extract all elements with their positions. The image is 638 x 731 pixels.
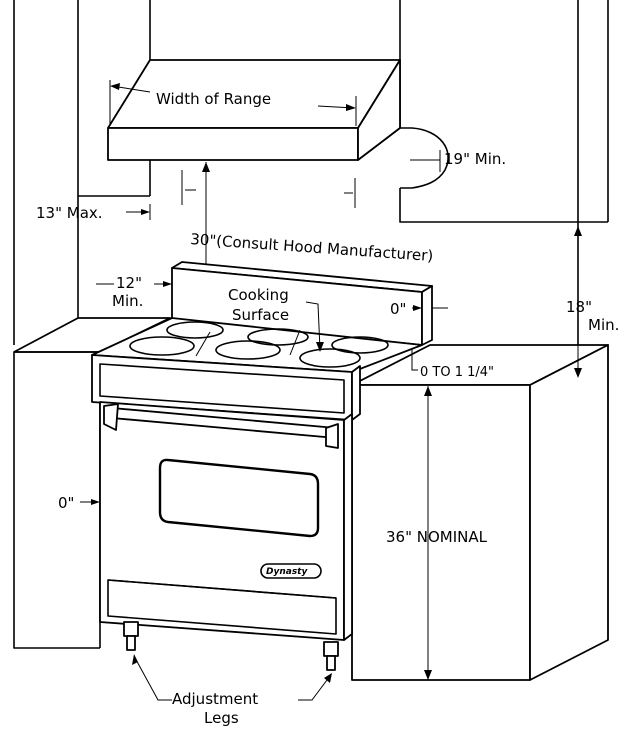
thirty-six-nominal-dimension (424, 386, 432, 680)
cooking-label: Cooking (228, 286, 289, 304)
twelve-min-dimension (96, 281, 172, 287)
burner-back-center (247, 328, 309, 346)
legs-label: Legs (204, 709, 239, 727)
handle-bracket-right (325, 423, 339, 449)
range-unit (91, 261, 433, 641)
thirteen-max-label: 13" Max. (36, 204, 103, 222)
right-counter (351, 344, 609, 681)
min-right-label: Min. (588, 316, 619, 334)
eighteen-min-dimension (574, 226, 582, 378)
burner-back-left (166, 321, 224, 339)
burner-back-right (331, 336, 389, 354)
surface-label: Surface (232, 306, 289, 324)
thirty-consult-label: 30"(Consult Hood Manufacturer) (190, 230, 434, 265)
zero-top-dimension (412, 305, 448, 311)
handle-bracket-left (103, 403, 119, 431)
oven-window (158, 458, 320, 538)
range-hood (107, 59, 401, 161)
zero-left-label: 0" (58, 494, 74, 512)
min-left-label: Min. (112, 292, 143, 310)
right-upper-cabinet (399, 0, 609, 223)
burner-front-right (299, 348, 361, 368)
width-of-range-dimension (109, 80, 357, 126)
twelve-label: 12" (116, 274, 142, 292)
cooking-surface-pointer (305, 301, 324, 352)
burner-front-left (129, 336, 195, 356)
zero-top-label: 0" (390, 300, 406, 318)
eighteen-label: 18" (566, 298, 592, 316)
zero-left-dimension (80, 499, 100, 505)
adjustment-label: Adjustment (172, 690, 258, 708)
thirty-six-nominal-label: 36" NOMINAL (386, 528, 488, 546)
adjustment-legs (123, 621, 339, 701)
brand-plate (260, 563, 322, 579)
nineteen-min-label: 19" Min. (444, 150, 506, 168)
brand-logo-text: Dynasty (266, 567, 308, 577)
zero-to-quarter-label: 0 TO 1 1/4" (420, 365, 494, 380)
burner-front-center (215, 340, 281, 360)
zero-to-quarter-dimension (411, 348, 418, 371)
hood-side-profile (400, 127, 449, 189)
width-of-range-label: Width of Range (156, 90, 271, 108)
